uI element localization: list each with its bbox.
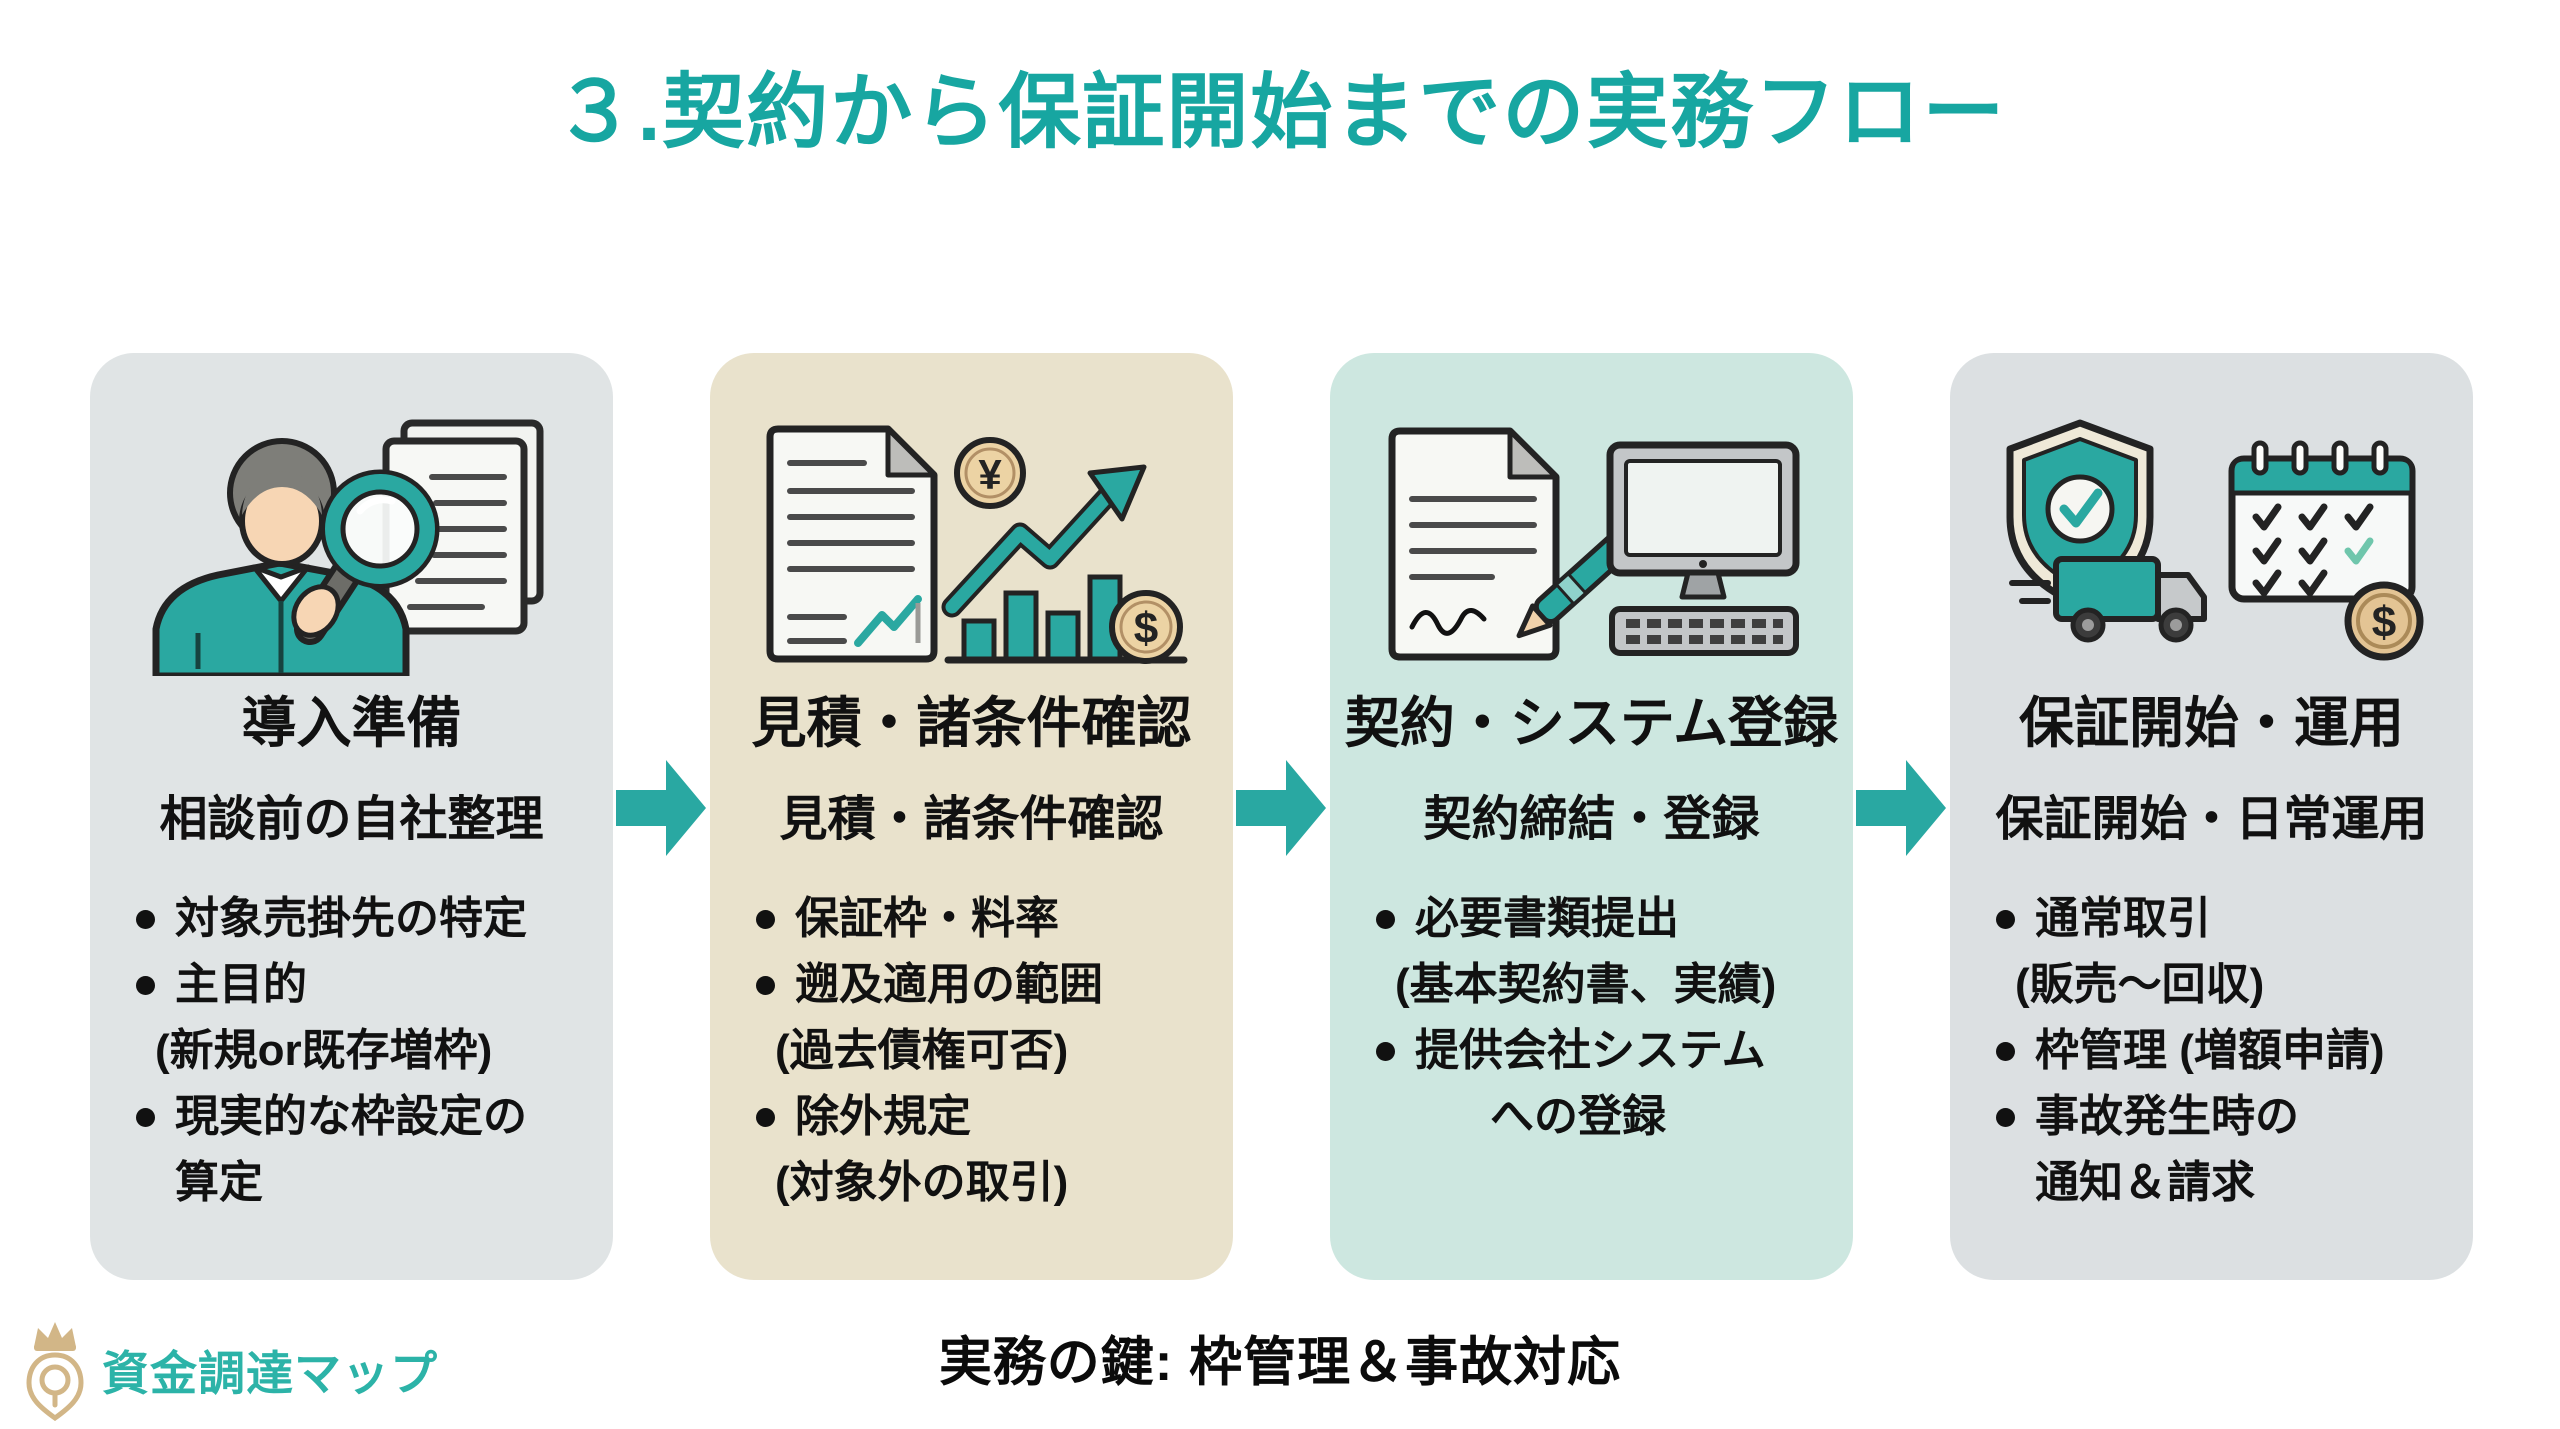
contract-pen-computer-icon (1330, 407, 1853, 679)
card-subtitle: 見積・諸条件確認 (779, 792, 1164, 846)
dollar-coin-icon: $ (2344, 581, 2423, 660)
card-title: 見積・諸条件確認 (751, 692, 1192, 754)
bullet-item: 提供会社システムへの登録 (1330, 1018, 1847, 1150)
bullet-item: 通常取引 (販売〜回収) (1950, 886, 2467, 1018)
right-arrow-icon (1855, 760, 1946, 856)
bullet-line: 枠管理 (増額申請) (1950, 1018, 2467, 1084)
bullet-continuation-line: (対象外の取引) (775, 1158, 1069, 1208)
bullet-continuation-line: (販売〜回収) (2015, 960, 2265, 1010)
calendar-icon (2228, 440, 2415, 602)
yen-coin-icon: ¥ (953, 436, 1026, 509)
card-bullets: 対象売掛先の特定主目的 (新規or既存増枠) 現実的な枠設定の算定 (90, 886, 613, 1216)
person-magnifier-documents-icon (90, 407, 613, 679)
document-icon (766, 425, 937, 662)
document-yen-growth-chart-icon: ¥ (710, 407, 1233, 679)
footer-note: 実務の鍵: 枠管理＆事故対応 (938, 1333, 1622, 1392)
bullet-item: 事故発生時の通知＆請求 (1950, 1084, 2467, 1216)
crown-pin-logo-icon (26, 1322, 84, 1421)
flow-diagram: 導入準備 相談前の自社整理 対象売掛先の特定主目的 (新規or既存増枠) 現実的な枠… (90, 353, 2473, 1280)
magnifier-icon (290, 469, 439, 645)
flow-card-contract-registration: 契約・システム登録 契約締結・登録 必要書類提出 (基本契約書、実績) 提供会社シス… (1330, 353, 1853, 1280)
bullet-item: 主目的 (新規or既存増枠) (90, 952, 607, 1084)
bullet-line: 保証枠・料率 (710, 886, 1227, 952)
flow-gap (613, 353, 710, 1280)
right-arrow-icon (1235, 760, 1326, 856)
bullet-item: 対象売掛先の特定 (90, 886, 607, 952)
card-subtitle: 相談前の自社整理 (159, 792, 544, 846)
card-bullets: 保証枠・料率遡及適用の範囲 (過去債権可否) 除外規定 (対象外の取引) (710, 886, 1233, 1216)
flow-card-preparation: 導入準備 相談前の自社整理 対象売掛先の特定主目的 (新規or既存増枠) 現実的な枠… (90, 353, 613, 1280)
bullet-line: 遡及適用の範囲 (710, 952, 1227, 1018)
bullet-item: 保証枠・料率 (710, 886, 1227, 952)
flow-card-guarantee-operation: $ 保証開始・運用 保証開始・日常運用 通常取引 (販売〜回収) 枠管理 (増額申請… (1950, 353, 2473, 1280)
flow-gap (1233, 353, 1330, 1280)
bullet-line: 主目的 (90, 952, 607, 1018)
card-subtitle: 保証開始・日常運用 (1995, 792, 2428, 846)
bullet-line: 必要書類提出 (1330, 886, 1847, 952)
computer-icon (1606, 441, 1799, 656)
flow-card-quotation: ¥ (710, 353, 1233, 1280)
bullet-item: 除外規定 (対象外の取引) (710, 1084, 1227, 1216)
contract-document-icon (1388, 427, 1559, 660)
bullet-continuation-line: への登録 (1490, 1092, 1666, 1142)
bullet-line: 現実的な枠設定の (90, 1084, 607, 1150)
card-bullets: 通常取引 (販売〜回収) 枠管理 (増額申請)事故発生時の通知＆請求 (1950, 886, 2473, 1216)
bullet-continuation-line: 通知＆請求 (2035, 1158, 2255, 1208)
bullet-item: 現実的な枠設定の算定 (90, 1084, 607, 1216)
svg-text:¥: ¥ (978, 451, 1002, 498)
right-arrow-icon (615, 760, 706, 856)
brand-logo-text: 資金調達マップ (102, 1346, 438, 1400)
flow-gap (1853, 353, 1950, 1280)
bullet-item: 必要書類提出 (基本契約書、実績) (1330, 886, 1847, 1018)
card-title: 契約・システム登録 (1344, 692, 1839, 754)
documents-icon (382, 419, 543, 634)
bullet-item: 遡及適用の範囲 (過去債権可否) (710, 952, 1227, 1084)
growth-arrow-icon (941, 464, 1146, 617)
bullet-line: 提供会社システム (1330, 1018, 1847, 1084)
bullet-continuation-line: 算定 (175, 1158, 263, 1208)
bullet-line: 対象売掛先の特定 (90, 886, 607, 952)
brand-logo: 資金調達マップ (24, 1316, 438, 1422)
bullet-item: 枠管理 (増額申請) (1950, 1018, 2467, 1084)
card-subtitle: 契約締結・登録 (1423, 792, 1760, 846)
page-title: ３.契約から保証開始までの実務フロー (553, 67, 2007, 158)
bullet-line: 除外規定 (710, 1084, 1227, 1150)
svg-text:$: $ (1133, 604, 1157, 653)
shield-truck-calendar-coin-icon: $ (1950, 407, 2473, 679)
bullet-line: 事故発生時の (1950, 1084, 2467, 1150)
bullet-continuation-line: (基本契約書、実績) (1395, 960, 1777, 1010)
card-title: 保証開始・運用 (2018, 692, 2404, 754)
bullet-continuation-line: (新規or既存増枠) (155, 1026, 493, 1076)
card-bullets: 必要書類提出 (基本契約書、実績) 提供会社システムへの登録 (1330, 886, 1853, 1150)
card-title: 導入準備 (241, 692, 462, 754)
bullet-continuation-line: (過去債権可否) (775, 1026, 1069, 1076)
bullet-line: 通常取引 (1950, 886, 2467, 952)
dollar-coin-icon: $ (1108, 589, 1183, 664)
truck-icon (2008, 555, 2207, 642)
svg-text:$: $ (2371, 598, 2395, 647)
